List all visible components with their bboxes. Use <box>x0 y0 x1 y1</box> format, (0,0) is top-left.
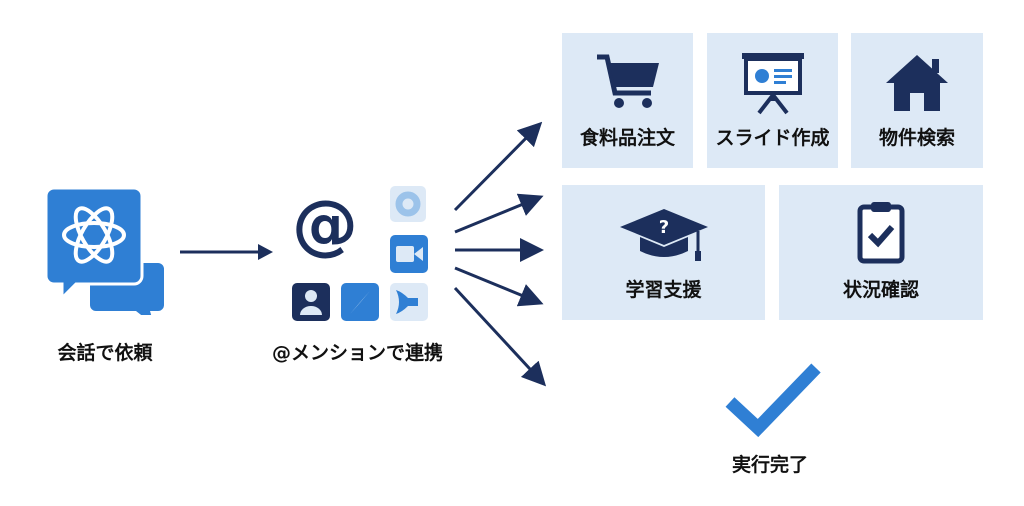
svg-text:?: ? <box>658 217 668 238</box>
fan-arrows <box>453 121 547 387</box>
megaphone-icon <box>390 283 428 321</box>
compass-icon <box>341 283 379 321</box>
circle-app-icon <box>390 186 426 222</box>
graduation-cap-icon: ? <box>619 209 708 261</box>
clipboard-check-icon <box>857 202 905 264</box>
app-icons-grid <box>292 186 428 321</box>
presentation-icon <box>741 53 804 115</box>
step2-label: @メンションで連携 <box>271 342 443 364</box>
task-label: 食料品注文 <box>579 127 675 149</box>
step1-label: 会話で依頼 <box>57 342 153 364</box>
checkmark-icon <box>725 363 821 437</box>
arrow-right-icon <box>180 244 273 260</box>
task-slide-creation: スライド作成 <box>707 33 838 168</box>
task-label: スライド作成 <box>715 127 830 149</box>
task-label: 状況確認 <box>842 279 919 301</box>
at-symbol: @ <box>292 186 358 263</box>
task-property-search: 物件検索 <box>851 33 983 168</box>
task-grocery-order: 食料品注文 <box>562 33 693 168</box>
task-label: 物件検索 <box>878 127 955 149</box>
house-icon <box>886 55 948 111</box>
video-camera-icon <box>390 235 428 273</box>
shopping-cart-icon <box>596 54 659 108</box>
task-label: 学習支援 <box>625 279 702 301</box>
chat-bubbles-icon <box>44 186 164 315</box>
done-label: 実行完了 <box>731 454 808 476</box>
task-learning-support: ? 学習支援 <box>562 185 765 320</box>
task-status-check: 状況確認 <box>779 185 983 320</box>
user-icon <box>292 283 330 321</box>
